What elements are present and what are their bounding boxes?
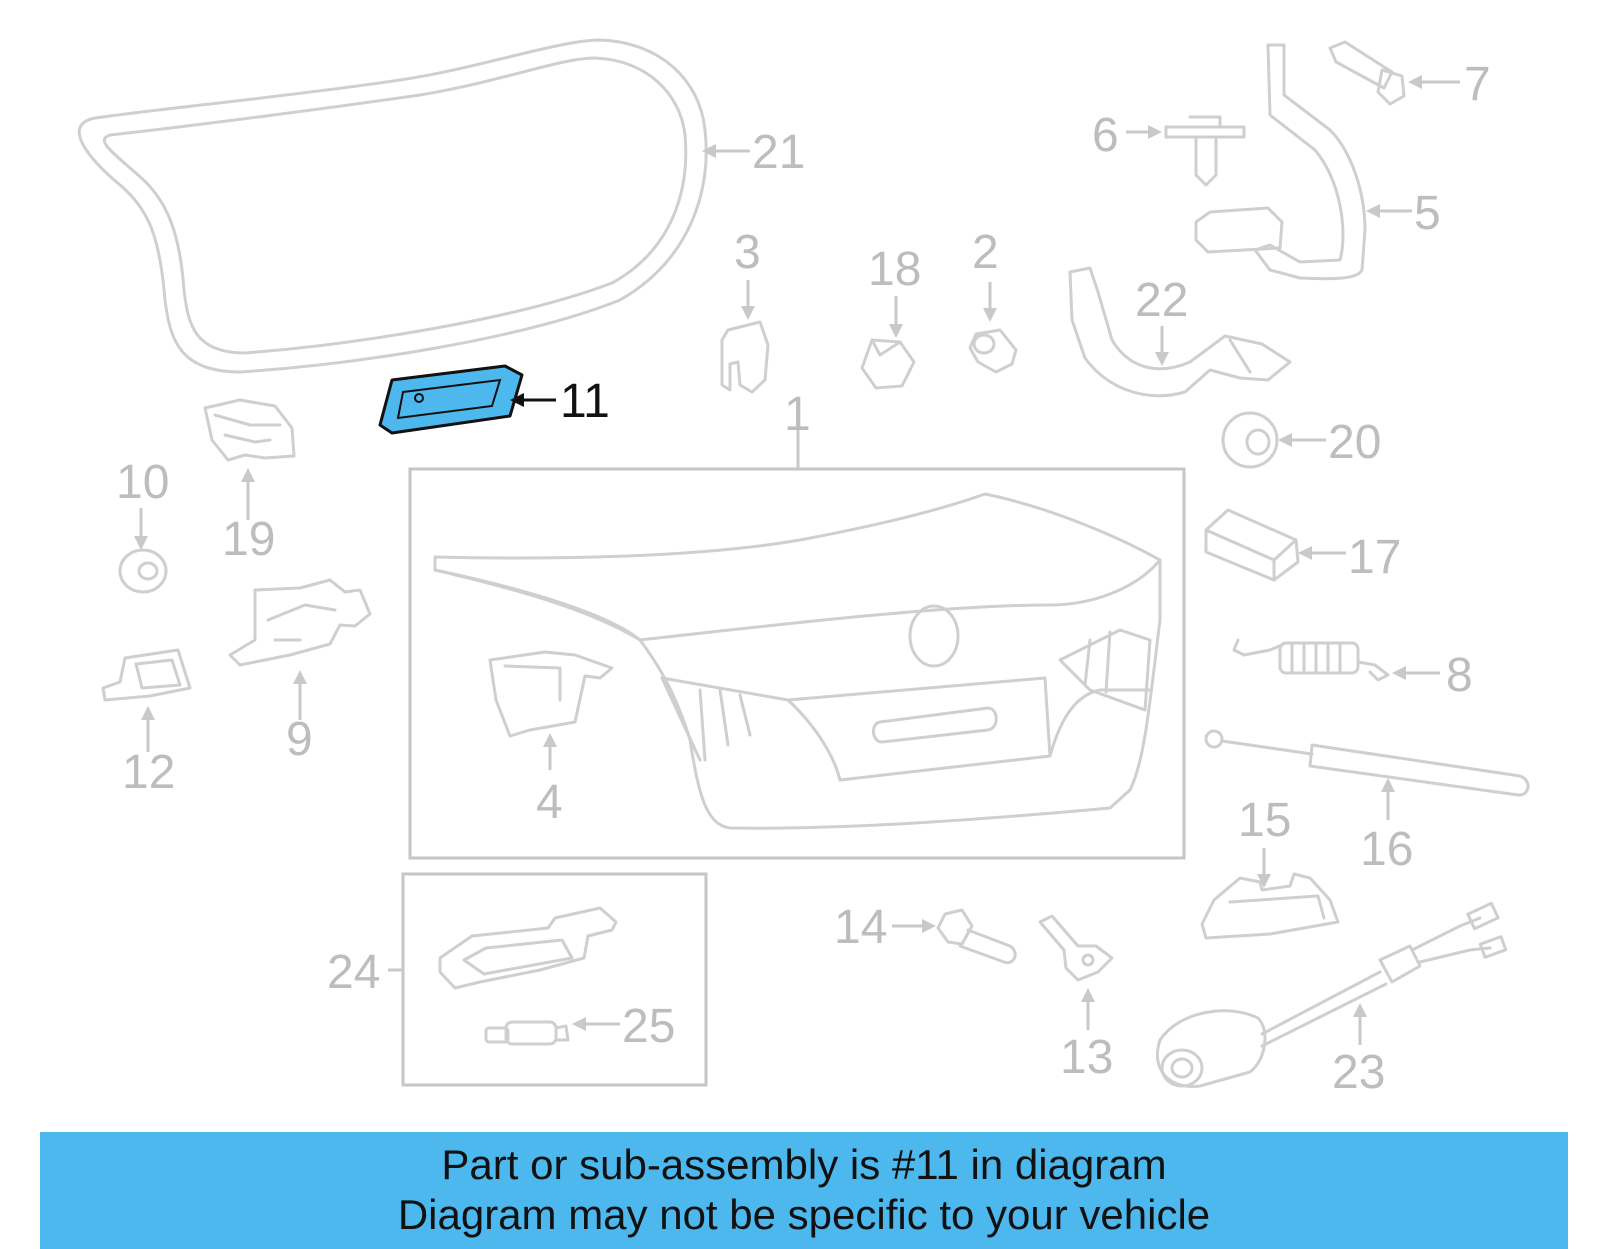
part-12-bracket[interactable] bbox=[101, 648, 192, 702]
callout-19: 19 bbox=[222, 513, 275, 566]
callout-21: 21 bbox=[752, 126, 805, 179]
callout-4: 4 bbox=[536, 776, 563, 829]
part-3-clip[interactable] bbox=[720, 320, 770, 394]
part-11-gasket-highlighted[interactable] bbox=[378, 364, 524, 435]
callout-12: 12 bbox=[122, 746, 175, 799]
part-14-bolt[interactable] bbox=[936, 908, 1017, 965]
banner-line-2: Diagram may not be specific to your vehi… bbox=[397, 1191, 1211, 1238]
part-1-trunk-lid[interactable] bbox=[433, 492, 1162, 830]
callout-7: 7 bbox=[1464, 58, 1491, 111]
callout-2: 2 bbox=[972, 226, 999, 279]
part-22-handle[interactable] bbox=[1068, 266, 1292, 398]
part-25-bulb[interactable] bbox=[484, 1020, 570, 1046]
part-21-weatherstrip[interactable] bbox=[77, 38, 708, 374]
part-20-bumper[interactable] bbox=[1221, 411, 1279, 469]
callout-8: 8 bbox=[1446, 649, 1473, 702]
callout-13: 13 bbox=[1060, 1031, 1113, 1084]
part-6-pin[interactable] bbox=[1164, 115, 1246, 187]
banner-line-1: Part or sub-assembly is #11 in diagram bbox=[441, 1141, 1167, 1188]
info-banner: Part or sub-assembly is #11 in diagram D… bbox=[40, 1132, 1568, 1249]
callout-15: 15 bbox=[1238, 794, 1291, 847]
callout-10: 10 bbox=[116, 456, 169, 509]
part-24-lamp[interactable] bbox=[438, 906, 618, 990]
callout-14: 14 bbox=[834, 901, 887, 954]
callout-9: 9 bbox=[286, 713, 313, 766]
part-8-spring[interactable] bbox=[1232, 638, 1390, 682]
part-13-bracket[interactable] bbox=[1038, 914, 1114, 982]
callout-18: 18 bbox=[868, 243, 921, 296]
part-17-pad[interactable] bbox=[1204, 508, 1300, 582]
callout-23: 23 bbox=[1332, 1046, 1385, 1099]
callout-1: 1 bbox=[784, 388, 811, 441]
callout-6: 6 bbox=[1092, 109, 1119, 162]
callout-11: 11 bbox=[560, 375, 610, 428]
part-16-strut[interactable] bbox=[1204, 729, 1530, 797]
callout-25: 25 bbox=[622, 1000, 675, 1053]
part-1-box bbox=[408, 467, 1186, 860]
callout-17: 17 bbox=[1348, 531, 1401, 584]
callout-22: 22 bbox=[1135, 274, 1188, 327]
part-5-hinge[interactable] bbox=[1194, 43, 1367, 281]
part-2-cap[interactable] bbox=[968, 328, 1018, 374]
part-18-nut[interactable] bbox=[860, 338, 916, 390]
callout-20: 20 bbox=[1328, 416, 1381, 469]
callout-5: 5 bbox=[1414, 187, 1441, 240]
part-19-cover[interactable] bbox=[203, 398, 296, 462]
part-23-camera[interactable] bbox=[1155, 901, 1508, 1088]
part-10-grommet[interactable] bbox=[118, 548, 168, 594]
callout-24: 24 bbox=[327, 946, 380, 999]
part-9-lock[interactable] bbox=[228, 578, 372, 667]
part-7-bolt[interactable] bbox=[1328, 40, 1406, 106]
callout-3: 3 bbox=[734, 226, 761, 279]
part-24-box bbox=[401, 872, 708, 1087]
part-15-lamp[interactable] bbox=[1200, 872, 1340, 940]
callout-16: 16 bbox=[1360, 823, 1413, 876]
